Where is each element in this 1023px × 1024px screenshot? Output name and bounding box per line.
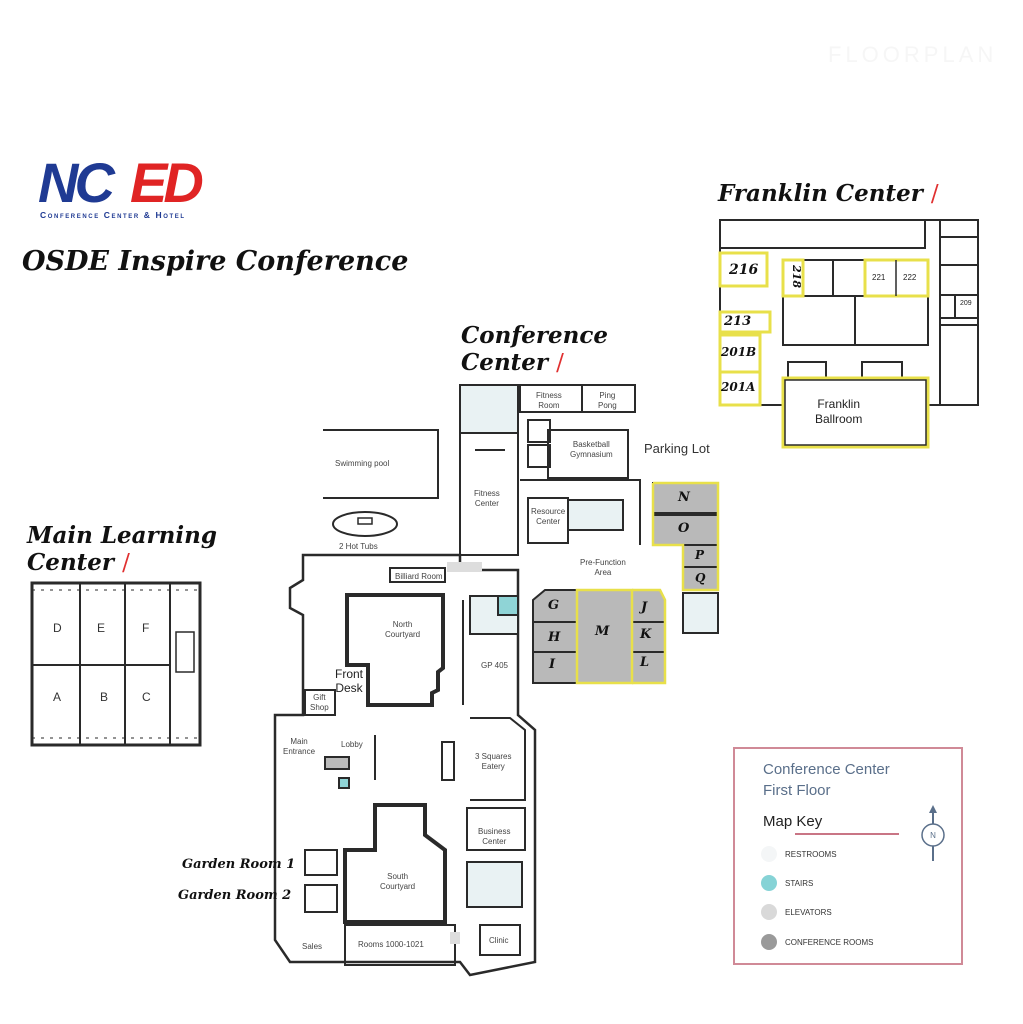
pool-area <box>323 429 439 537</box>
room-213: 213 <box>724 314 752 329</box>
conference-center-building <box>273 384 641 977</box>
room-b: B <box>100 690 109 704</box>
billiard-room-label: Billiard Room <box>395 572 443 581</box>
clinic-label: Clinic <box>489 936 509 945</box>
key-item-elevators: ELEVATORS <box>761 904 832 920</box>
room-209: 209 <box>960 300 972 307</box>
key-item-restrooms: RESTROOMS <box>761 846 837 862</box>
room-q: Q <box>695 571 706 585</box>
room-216: 216 <box>729 262 759 278</box>
conference-rooms <box>532 481 720 685</box>
key-heading: Map Key <box>763 813 823 830</box>
room-c: C <box>142 690 151 704</box>
room-g: G <box>548 598 560 613</box>
room-d: D <box>53 621 62 635</box>
room-222: 222 <box>903 273 917 282</box>
room-n: N <box>678 490 690 505</box>
ballroom-line-1: Franklin <box>817 397 861 411</box>
key-item-conference-rooms: CONFERENCE ROOMS <box>761 934 873 950</box>
room-l: L <box>640 655 650 670</box>
elevator-swatch-icon <box>761 904 777 920</box>
key-underline <box>795 833 899 835</box>
event-title: OSDE Inspire Conference <box>22 246 409 277</box>
nced-logo: NC ED Conference Center & Hotel <box>38 151 223 226</box>
main-learning-building <box>30 581 202 747</box>
logo-nc: NC <box>38 151 115 214</box>
conference-label-1: Conference <box>461 322 609 349</box>
swimming-pool-label: Swimming pool <box>335 459 390 468</box>
stairs-swatch-icon <box>761 875 777 891</box>
lobby-label: Lobby <box>341 740 363 749</box>
room-p: P <box>695 548 705 562</box>
conference-swatch-icon <box>761 934 777 950</box>
room-201a: 201A <box>721 380 756 394</box>
conference-label-2: Center <box>461 349 549 376</box>
room-218: 218 <box>789 265 803 288</box>
room-e: E <box>97 621 106 635</box>
room-j: J <box>641 600 648 615</box>
room-a: A <box>53 690 62 704</box>
room-f: F <box>142 621 150 635</box>
ballroom-line-2: Ballroom <box>815 412 863 426</box>
watermark: FLOORPLAN <box>828 42 998 67</box>
compass-n: N <box>930 831 936 840</box>
room-m: M <box>595 624 610 639</box>
slash-mark: / <box>930 181 939 207</box>
room-i: I <box>549 657 556 672</box>
main-learning-label-1: Main Learning <box>27 522 217 549</box>
logo-ed: ED <box>130 151 204 214</box>
franklin-highlighted-rooms <box>718 251 930 449</box>
parking-lot-label: Parking Lot <box>644 441 710 456</box>
room-h: H <box>548 630 561 645</box>
slash-mark: / <box>556 350 564 376</box>
slash-mark: / <box>122 550 130 576</box>
franklin-room-walls <box>784 260 927 446</box>
garden-room-1-label: Garden Room 1 <box>182 857 296 872</box>
main-learning-label-2: Center <box>27 549 115 576</box>
franklin-center-title: Franklin Center / <box>718 180 939 207</box>
sales-label: Sales <box>302 942 323 951</box>
room-221: 221 <box>872 273 886 282</box>
rooms-range-label: Rooms 1000-1021 <box>358 940 424 949</box>
hot-tubs-label: 2 Hot Tubs <box>339 542 378 551</box>
key-item-stairs: STAIRS <box>761 875 813 891</box>
compass-icon: N <box>921 805 945 861</box>
room-o: O <box>678 521 690 536</box>
room-k: K <box>640 627 652 642</box>
garden-room-2-label: Garden Room 2 <box>178 888 292 903</box>
logo-tagline: Conference Center & Hotel <box>40 210 186 220</box>
gp405-label: GP 405 <box>481 661 508 670</box>
franklin-label: Franklin Center <box>718 180 923 207</box>
restroom-swatch-icon <box>761 846 777 862</box>
room-201b: 201B <box>721 345 757 359</box>
